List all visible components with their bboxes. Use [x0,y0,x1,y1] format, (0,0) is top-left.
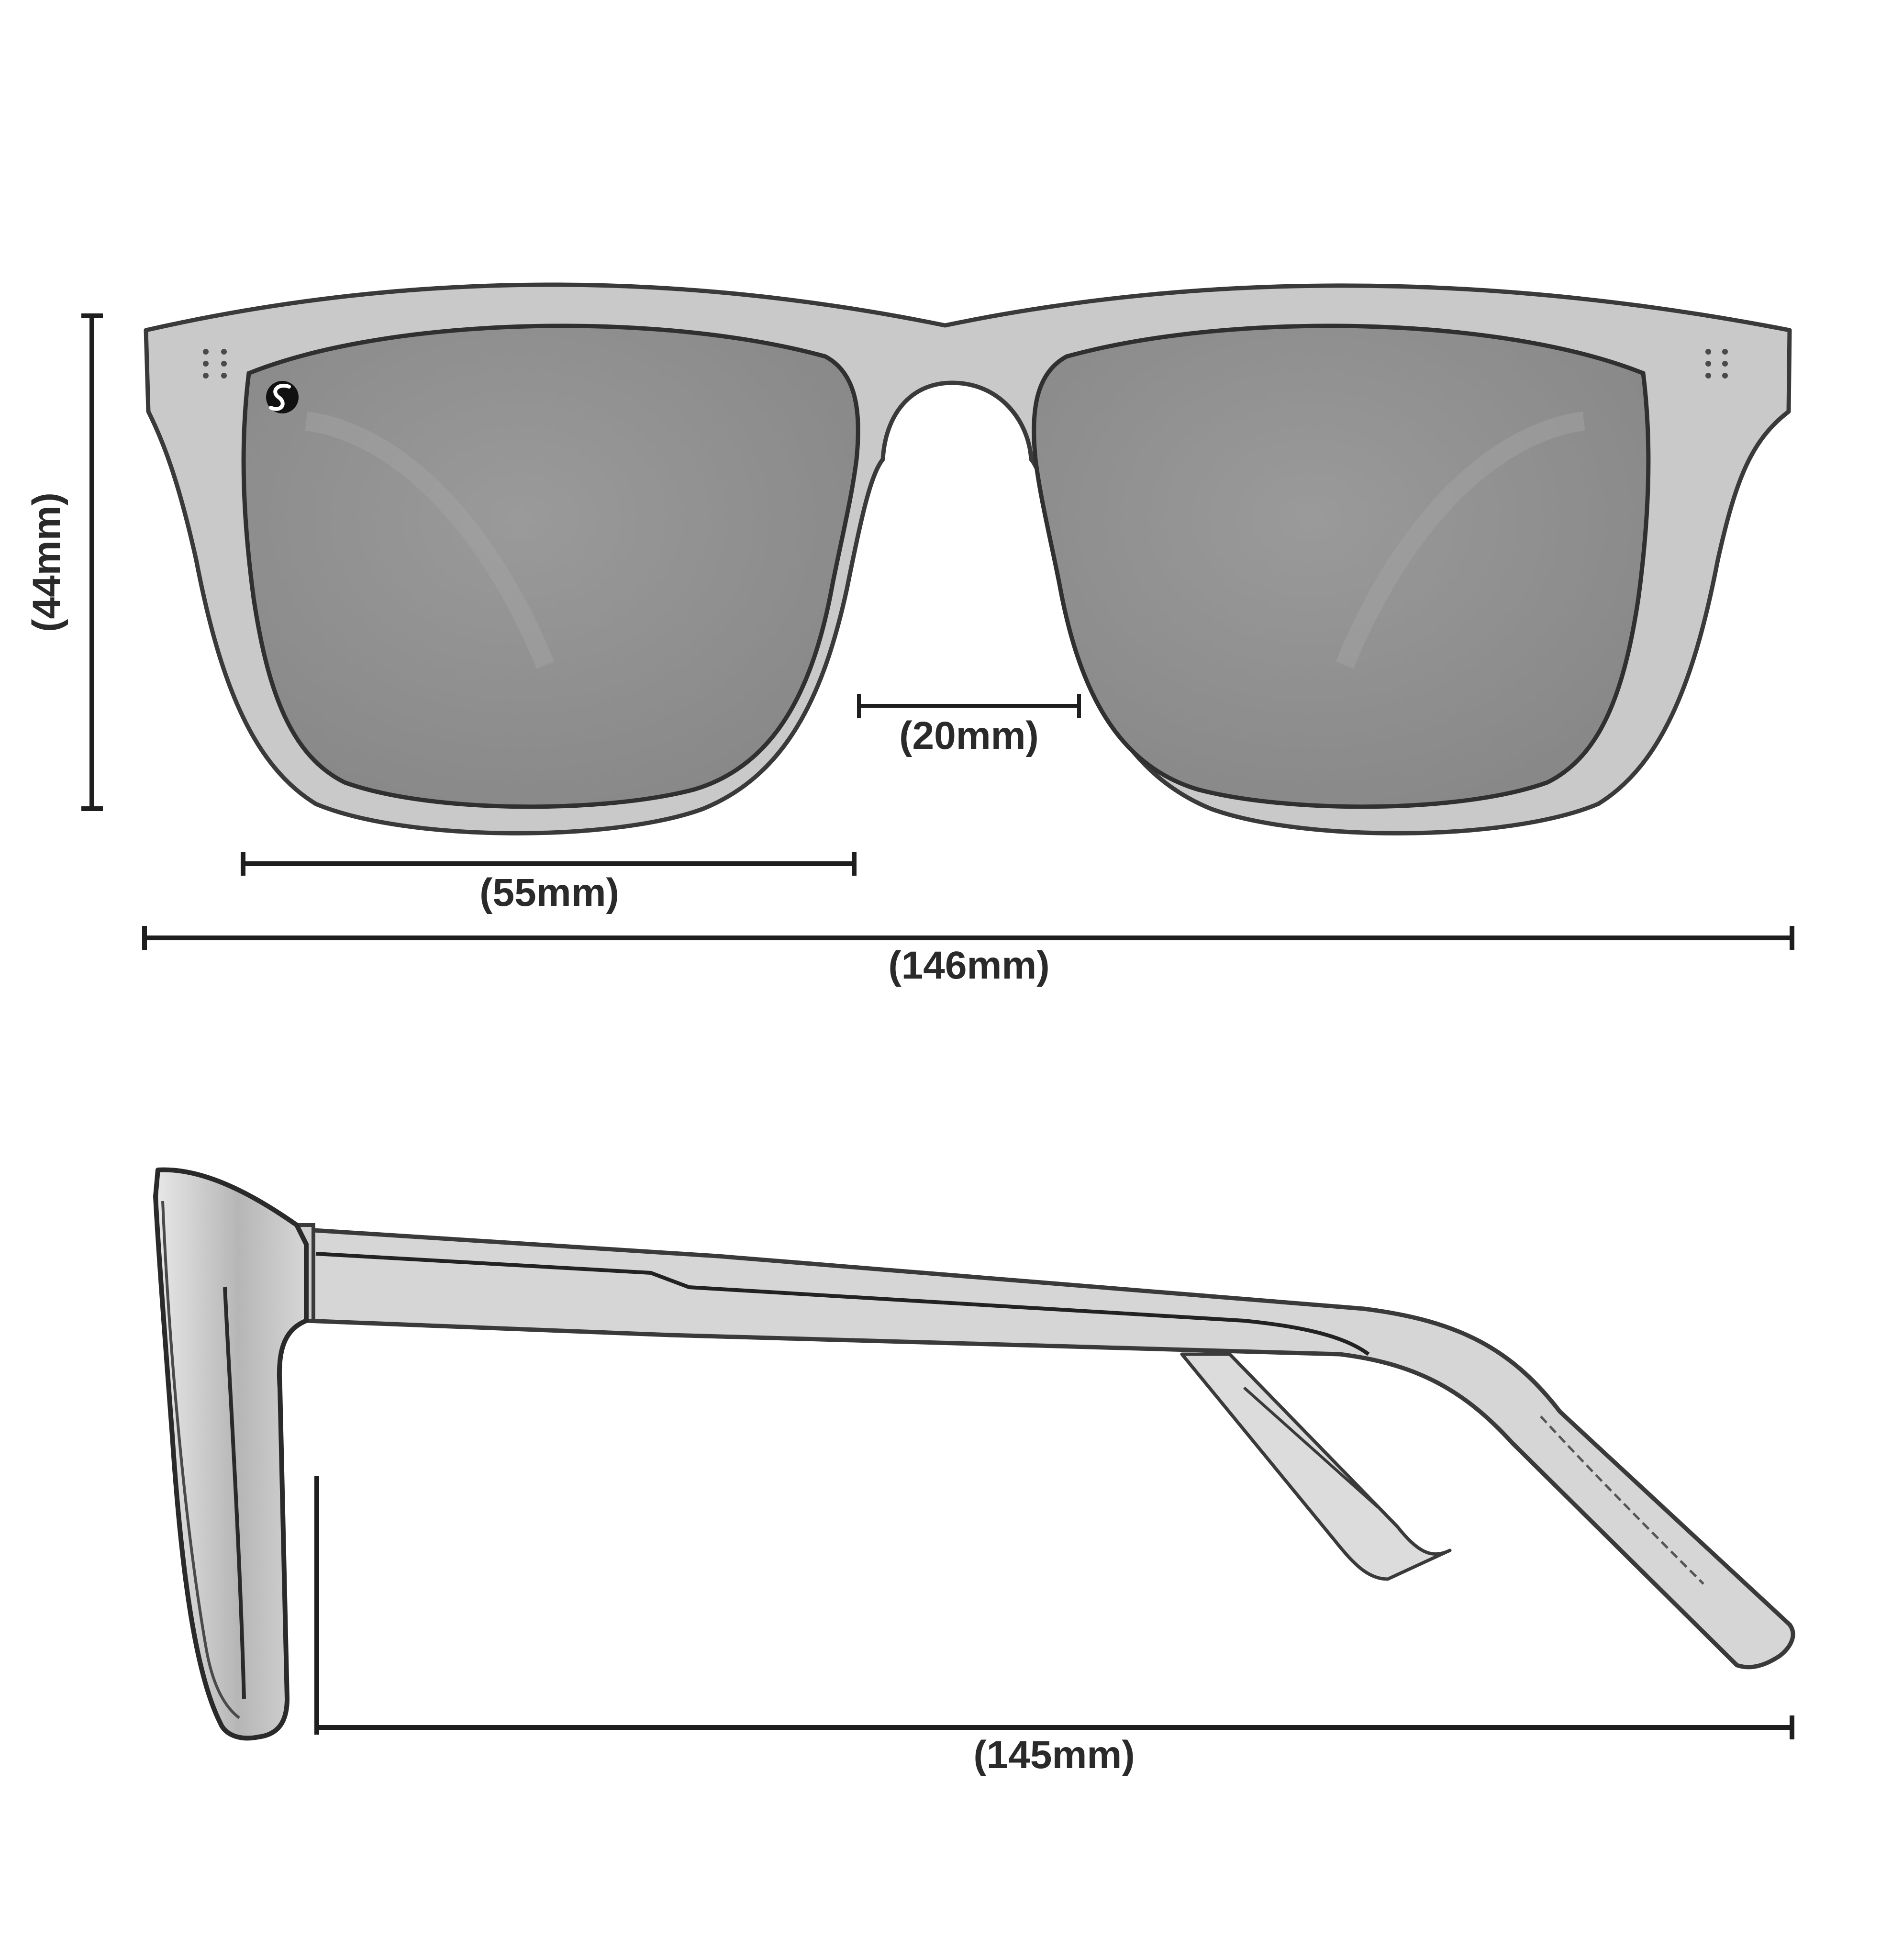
temple-length-dimension [314,1476,1794,1739]
temple-core-wire [315,1252,1370,1356]
lens-width-label: (55mm) [479,871,619,914]
bridge-dimension [857,694,1081,718]
height-label: (44mm) [25,492,68,632]
lens-width-dimension [241,852,857,876]
inner-temple-arm [1180,1352,1452,1581]
left-hinge-rivets [203,349,227,379]
frame-profile [153,1167,309,1741]
temple-arm [304,1227,1795,1670]
right-lens [1032,323,1651,809]
bridge-label: (20mm) [899,714,1039,757]
height-dimension [81,313,103,811]
s-monogram-icon [266,381,299,413]
front-view: (44mm) (20mm) (55mm) (146mm) [25,282,1794,987]
frame-profile-inner-line [223,1287,246,1699]
total-width-dimension [142,926,1794,950]
total-width-label: (146mm) [888,944,1049,987]
frame-profile-lens-edge [161,1201,240,1719]
left-lens [241,323,860,809]
left-temple-shadow [305,412,555,669]
right-temple-shadow [1336,412,1585,669]
side-view: (145mm) [153,1167,1795,1777]
temple-inner-edge [1540,1415,1704,1585]
temple-length-label: (145mm) [973,1733,1135,1777]
right-hinge-rivets [1705,349,1728,379]
